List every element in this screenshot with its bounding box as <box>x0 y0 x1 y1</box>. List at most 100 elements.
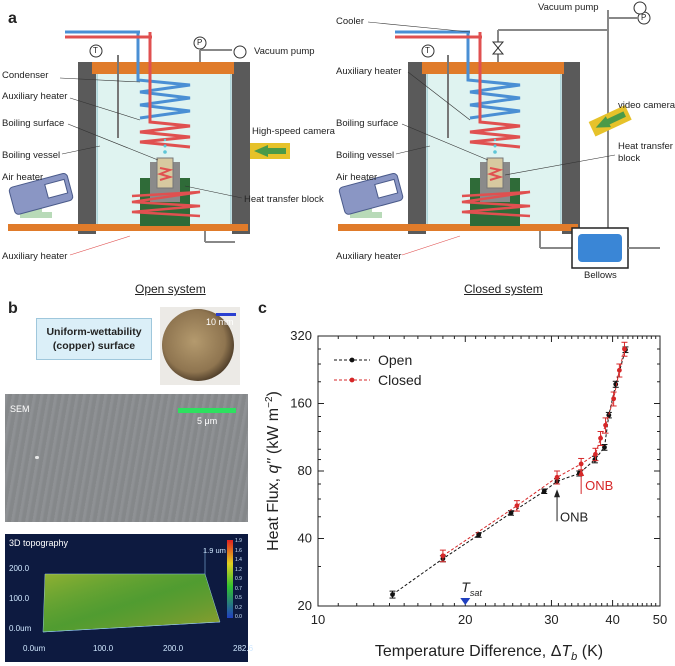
bellows <box>578 234 622 262</box>
tsat-label: Tsat <box>461 579 482 598</box>
topo-colorbar-tick: 1.4 <box>235 557 242 563</box>
closed-vacuum-pump-label: Vacuum pump <box>538 2 599 13</box>
open-lid <box>92 62 234 74</box>
data-point-open <box>592 457 598 462</box>
topo-x-tick: 0.0um <box>23 644 46 653</box>
closed-aux-heater-bottom-label: Auxiliary heater <box>336 251 402 262</box>
open-vacuum-pump-icon <box>233 45 247 59</box>
closed-cooler-label: Cooler <box>336 16 364 27</box>
data-point-closed <box>611 396 617 402</box>
surface-photo: 10 mm <box>160 307 240 385</box>
data-point-open <box>541 488 547 494</box>
topo-colorbar-tick: 0.0 <box>235 614 242 620</box>
closed-boiling-vessel-label: Boiling vessel <box>336 150 395 161</box>
y-axis-label: Heat Flux, q'' (kW m−2) <box>264 391 282 551</box>
panel-b-label: b <box>8 300 18 317</box>
panel-a-label: a <box>8 10 17 27</box>
topo-x-tick: 282.6 <box>233 644 254 653</box>
topo-y-tick: 100.0 <box>9 594 30 603</box>
legend-marker <box>349 357 355 363</box>
topo-y-tick: 0.0um <box>9 624 32 633</box>
open-boiling-surface-label: Boiling surface <box>2 118 65 129</box>
open-htb-label: Heat transfer block <box>244 194 324 205</box>
sem-scale-label: 5 μm <box>197 416 218 426</box>
closed-aux-heater-top-label: Auxiliary heater <box>336 66 402 77</box>
closed-air-heater-label: Air heater <box>336 172 378 183</box>
data-point-closed <box>603 422 608 428</box>
open-base <box>8 224 248 231</box>
series-line-open <box>392 349 626 595</box>
topo-colorbar-tick: 0.5 <box>235 595 242 601</box>
open-aux-heater-top-coil <box>139 32 191 149</box>
topo-colorbar-tick: 1.9 <box>235 538 242 544</box>
closed-system-caption: Closed system <box>464 282 543 296</box>
data-point-open <box>508 510 514 516</box>
data-point-open <box>390 592 395 597</box>
topo-x-tick: 100.0 <box>93 644 114 653</box>
closed-bellows-label: Bellows <box>584 270 617 281</box>
y-tick-label: 80 <box>298 463 312 478</box>
topo-colorbar-tick: 0.2 <box>235 604 242 611</box>
topo-y-tick: 200.0 <box>9 564 30 573</box>
onb-closed-arrow-head <box>578 468 585 476</box>
sem-scale-bar <box>178 408 236 413</box>
data-point-open <box>602 444 607 450</box>
open-aux-heater-bottom-label: Auxiliary heater <box>2 251 68 262</box>
data-point-open <box>613 381 619 387</box>
photo-scale-label: 10 mm <box>206 317 234 327</box>
topo-z-label: 1.9 um <box>203 546 226 555</box>
sem-image: SEM 5 μm <box>5 394 248 522</box>
x-tick-label: 40 <box>605 612 619 627</box>
data-point-closed <box>554 474 560 480</box>
open-right-wall <box>232 62 250 234</box>
series-line-closed <box>442 348 625 557</box>
legend-marker <box>349 377 355 383</box>
closed-htb-label-2: block <box>618 153 641 164</box>
onb-open-arrow-head <box>554 489 561 498</box>
open-p-symbol: P <box>197 38 203 47</box>
open-t-symbol: T <box>93 46 98 55</box>
topo-x-tick: 200.0 <box>163 644 184 653</box>
open-system-caption: Open system <box>135 282 206 296</box>
y-tick-label: 320 <box>290 328 312 343</box>
open-system-diagram <box>8 30 290 256</box>
open-boiling-vessel-label: Boiling vessel <box>2 150 61 161</box>
panel-c-label: c <box>258 300 267 317</box>
topo-y-ticks: 200.0 100.0 0.0um <box>9 564 39 634</box>
open-left-wall <box>78 62 96 234</box>
x-axis-label: Temperature Difference, ΔTb (K) <box>375 643 603 663</box>
x-tick-label: 10 <box>311 612 325 627</box>
data-point-closed <box>440 553 446 559</box>
sem-label: SEM <box>10 404 30 414</box>
y-tick-label: 20 <box>298 598 312 613</box>
legend-label: Closed <box>378 372 422 388</box>
closed-p-symbol: P <box>641 13 647 22</box>
y-tick-label: 40 <box>298 531 312 546</box>
wettability-line1: Uniform-wettability <box>46 326 142 338</box>
x-tick-label: 20 <box>458 612 472 627</box>
open-vacuum-pump-label: Vacuum pump <box>254 46 315 57</box>
open-camera-label: High-speed camera <box>252 126 335 137</box>
closed-t-symbol: T <box>425 46 430 55</box>
closed-system-diagram <box>338 1 660 269</box>
topo-title: 3D topography <box>9 538 69 548</box>
data-point-open <box>476 532 482 538</box>
copper-disk <box>162 309 234 381</box>
y-tick-label: 160 <box>290 396 312 411</box>
closed-camera-label: video camera <box>618 100 675 111</box>
tsat-marker <box>460 598 471 605</box>
open-aux-heater-top-label: Auxiliary heater <box>2 91 68 102</box>
data-point-closed <box>593 451 598 457</box>
onb-closed-label: ONB <box>585 478 613 493</box>
plot-frame <box>317 335 661 607</box>
closed-vacuum-pump-icon <box>633 1 647 15</box>
x-tick-label: 30 <box>544 612 558 627</box>
topo-x-ticks: 0.0um 100.0 200.0 282.6 <box>11 644 253 656</box>
closed-cooler-coil <box>466 32 521 120</box>
wettability-box: Uniform-wettability (copper) surface <box>36 318 152 360</box>
topo-colorbar-tick: 0.9 <box>235 576 242 582</box>
topo-colorbar-tick: 1.6 <box>235 547 242 554</box>
data-point-open <box>606 412 612 418</box>
